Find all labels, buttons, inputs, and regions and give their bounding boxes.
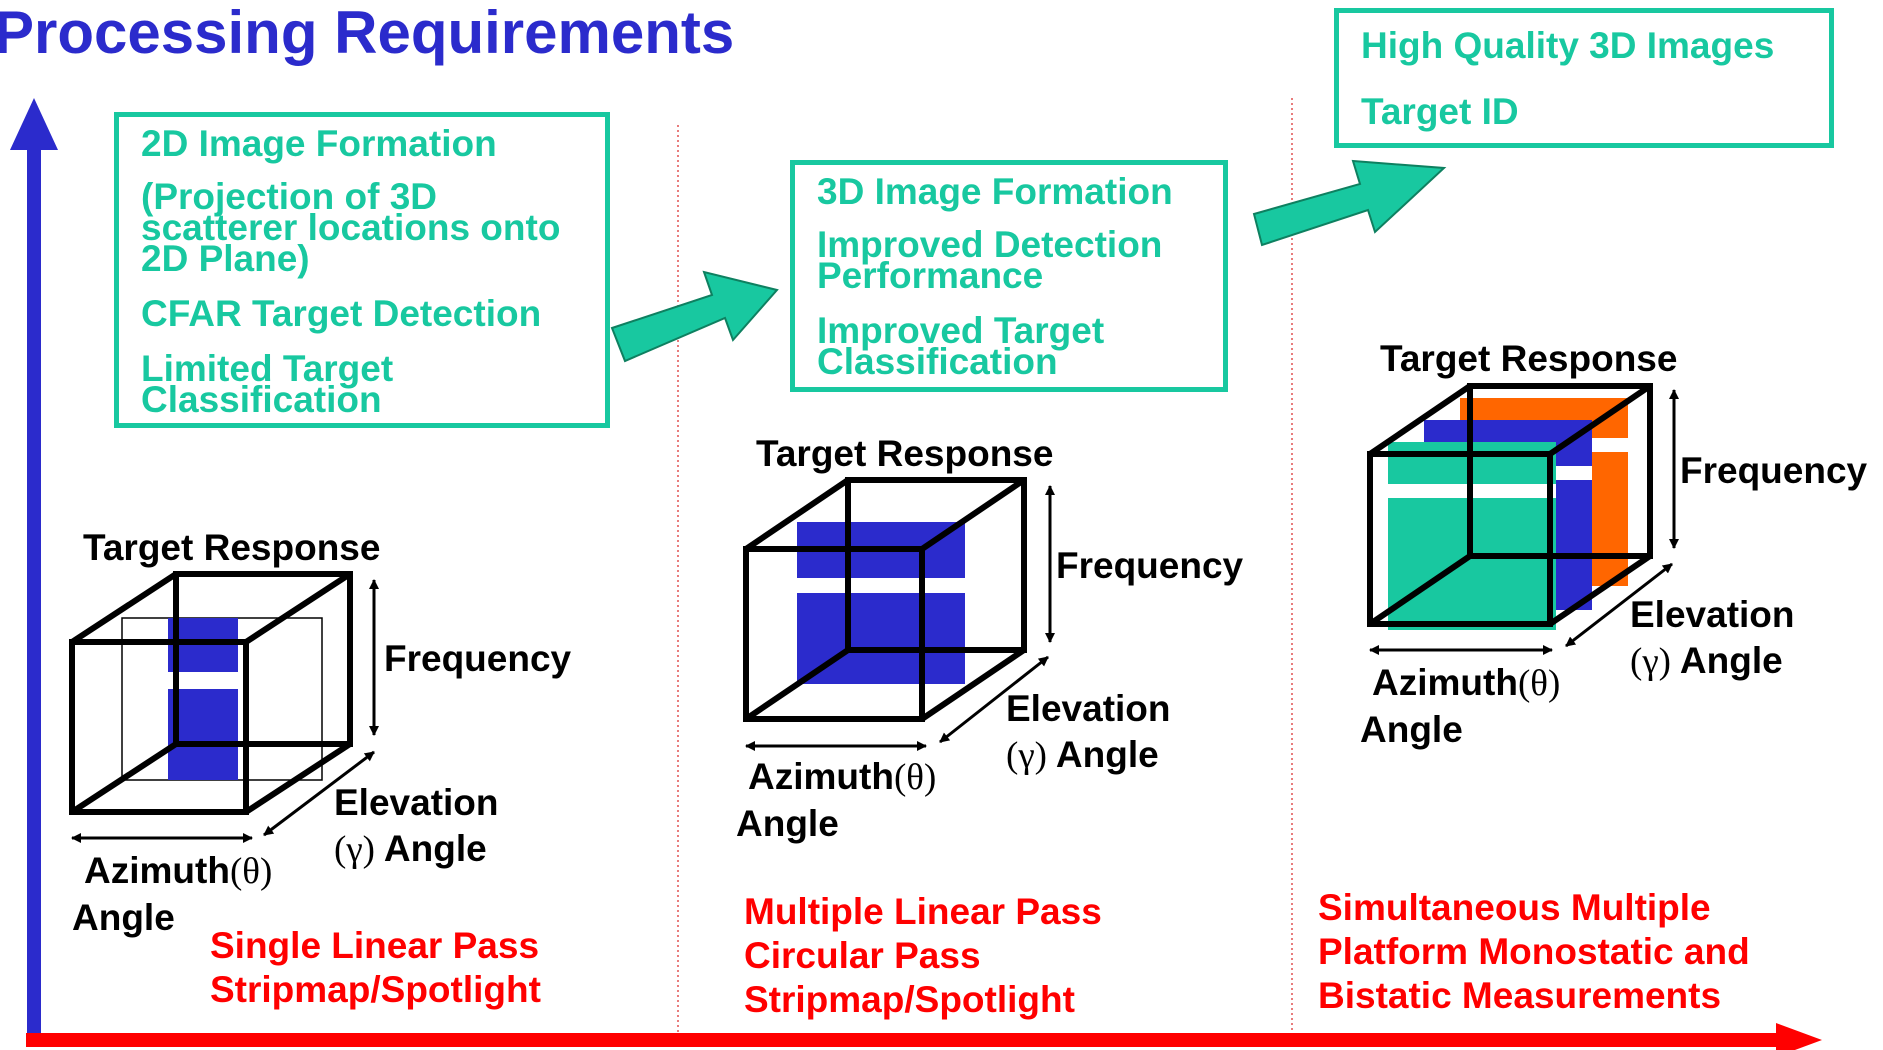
stage2-box-line-3: Performance xyxy=(817,255,1044,296)
stage1-box-line-6: Limited Target xyxy=(141,348,394,389)
stage1-label: Single Linear Pass Stripmap/Spotlight xyxy=(210,924,541,1012)
cube2-title: Target Response xyxy=(756,433,1054,474)
stage1-box-line-3: scatterer locations onto xyxy=(141,207,561,248)
cube3-title: Target Response xyxy=(1380,338,1678,379)
stage2-label-line-2: Circular Pass xyxy=(744,935,981,976)
stage2-box-line-2: Improved Detection xyxy=(817,224,1163,265)
stage1-requirements-box: 2D Image Formation (Projection of 3D sca… xyxy=(114,112,610,428)
stage2-label: Multiple Linear Pass Circular Pass Strip… xyxy=(744,890,1102,1022)
stage3-label: Simultaneous Multiple Platform Monostati… xyxy=(1318,886,1750,1018)
stage2-requirements-box: 3D Image Formation Improved Detection Pe… xyxy=(790,160,1228,392)
cube2-elevation-label: Elevation (γ) Angle xyxy=(1006,688,1171,776)
stage1-box-line-1: 2D Image Formation xyxy=(141,123,497,164)
stage2-box-line-1: 3D Image Formation xyxy=(817,171,1173,212)
stage1-box-line-2: (Projection of 3D xyxy=(141,176,438,217)
cube3-elevation-label: Elevation (γ) Angle xyxy=(1630,594,1795,682)
stage3-box-line-2: Target ID xyxy=(1361,91,1519,132)
stage1-box-line-4: 2D Plane) xyxy=(141,238,310,279)
stage3-label-line-1: Simultaneous Multiple xyxy=(1318,887,1711,928)
cube-multiple-pass xyxy=(743,477,1055,751)
cube1-frequency-label: Frequency xyxy=(384,638,572,679)
stage1-label-line-2: Stripmap/Spotlight xyxy=(210,969,541,1010)
cube-simultaneous xyxy=(1367,383,1679,655)
cube3-back-face xyxy=(1467,383,1653,559)
cube2-back-face xyxy=(845,477,1027,653)
cube1-title: Target Response xyxy=(83,527,381,568)
cube3-front-face xyxy=(1367,451,1553,627)
stage3-requirements-box: High Quality 3D Images Target ID xyxy=(1334,8,1834,148)
progression-arrow-2 xyxy=(1252,159,1447,247)
stage2-box-line-5: Classification xyxy=(817,341,1058,382)
cube1-back-face xyxy=(173,571,353,747)
stage1-box-line-7: Classification xyxy=(141,379,382,420)
cube3-elevation-arrow xyxy=(1565,562,1673,648)
cube1-elevation-label: Elevation (γ) Angle xyxy=(334,782,499,870)
stage2-box-line-4: Improved Target xyxy=(817,310,1105,351)
cube3-frequency-label: Frequency xyxy=(1680,450,1868,491)
stage3-label-line-3: Bistatic Measurements xyxy=(1318,975,1722,1016)
cube1-front-face xyxy=(69,639,249,815)
cube-single-pass xyxy=(69,571,379,843)
page-title: Processing Requirements xyxy=(0,0,735,66)
cube2-front-face xyxy=(743,546,925,722)
stage3-label-line-2: Platform Monostatic and xyxy=(1318,931,1750,972)
horizontal-axis-arrowhead xyxy=(1776,1023,1822,1050)
progression-arrow-1 xyxy=(610,270,779,363)
cube2-frequency-label: Frequency xyxy=(1056,545,1244,586)
cube3-azimuth-label: Azimuth(θ) Angle xyxy=(1360,662,1561,750)
cube2-azimuth-label: Azimuth(θ) Angle xyxy=(736,756,937,844)
cube1-azimuth-label: Azimuth(θ) Angle xyxy=(72,850,273,938)
cube2-elevation-arrow xyxy=(939,655,1049,744)
cube2-response-gap xyxy=(797,578,965,593)
stage3-box-line-1: High Quality 3D Images xyxy=(1361,25,1775,66)
stage1-box-line-5: CFAR Target Detection xyxy=(141,293,542,334)
stage2-label-line-1: Multiple Linear Pass xyxy=(744,891,1102,932)
vertical-axis-arrowhead xyxy=(10,98,58,150)
stage2-label-line-3: Stripmap/Spotlight xyxy=(744,979,1075,1020)
stage1-label-line-1: Single Linear Pass xyxy=(210,925,540,966)
cube1-response-gap xyxy=(168,672,238,689)
cube1-elevation-arrow xyxy=(263,750,375,837)
